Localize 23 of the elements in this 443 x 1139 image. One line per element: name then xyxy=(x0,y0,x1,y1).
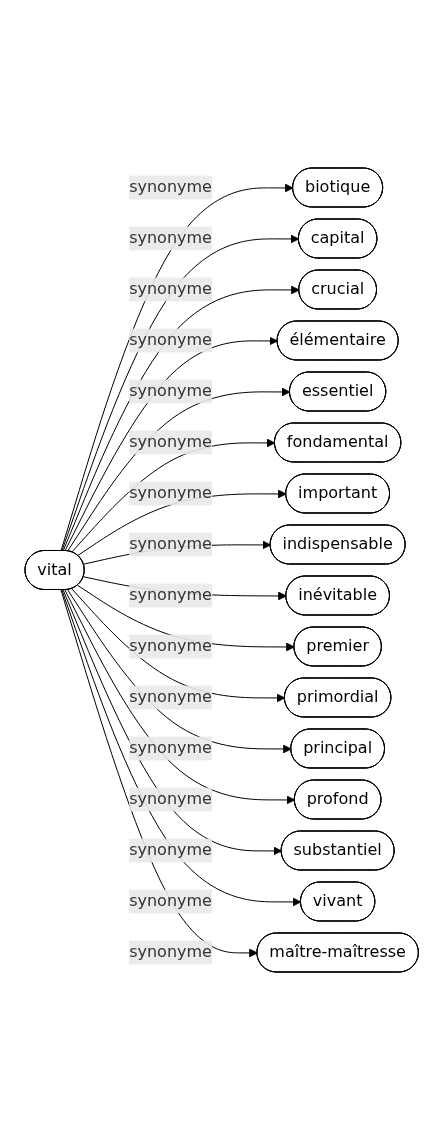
edge-label: synonyme xyxy=(128,941,212,961)
arrow xyxy=(67,588,292,753)
edge-label: synonyme xyxy=(128,381,212,400)
edge-label: synonyme xyxy=(128,431,212,451)
edge-label: synonyme xyxy=(128,890,212,910)
arrow xyxy=(67,387,291,552)
arrow xyxy=(71,587,286,702)
arrow xyxy=(64,589,296,804)
edge-label: synonyme xyxy=(128,788,212,808)
edge-label: synonyme xyxy=(128,228,212,247)
edge-label: synonyme xyxy=(128,635,212,655)
arrow xyxy=(77,489,287,556)
edge-label: synonyme xyxy=(128,686,212,706)
edge-label: synonyme xyxy=(128,839,212,859)
edge-label: synonyme xyxy=(128,533,212,553)
edge-label: synonyme xyxy=(128,279,212,298)
arrow xyxy=(71,438,276,553)
edge-label: synonyme xyxy=(128,177,212,196)
edge-label: synonyme xyxy=(128,482,212,502)
arrow xyxy=(64,336,278,551)
edge-label: synonyme xyxy=(128,584,212,604)
edge-label: synonyme xyxy=(128,330,212,349)
edge-label: synonyme xyxy=(128,737,212,757)
